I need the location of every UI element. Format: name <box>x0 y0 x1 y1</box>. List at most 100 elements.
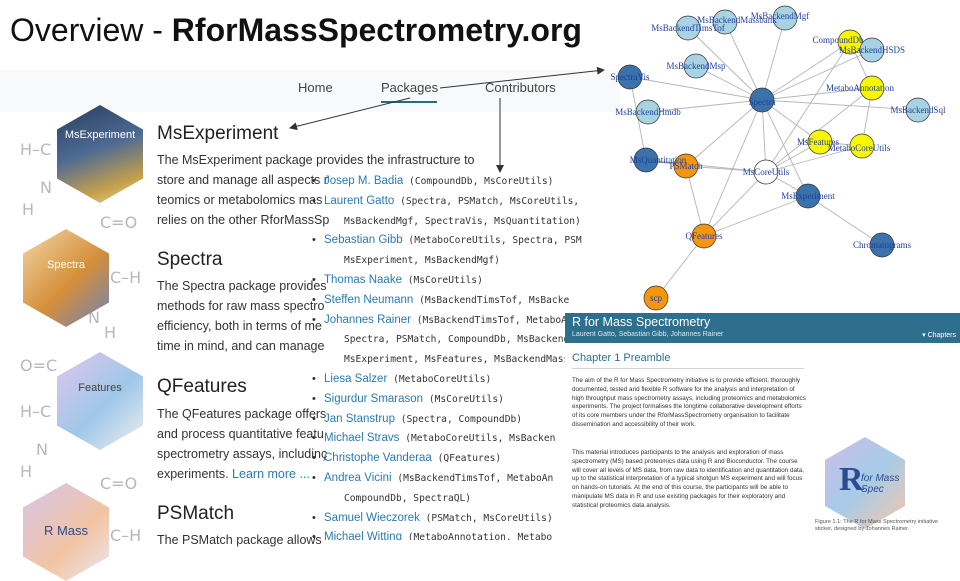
package-title-psmatch[interactable]: PSMatch <box>157 503 235 524</box>
chapters-menu-button[interactable]: ▾ Chapters <box>922 332 956 339</box>
network-edge <box>761 41 851 101</box>
package-description-msexperiment: The MsExperiment package provides the in… <box>157 153 475 227</box>
network-edge <box>703 99 763 237</box>
network-node-label: MsExperiment <box>781 191 835 201</box>
contributor-packages: (Spectra, PSMatch, MsCoreUtils, <box>394 195 580 207</box>
contributor-packages: (Spectra, CompoundDb) <box>394 413 523 425</box>
network-node <box>633 147 659 173</box>
contributor-name-link[interactable]: Michael Witting <box>324 531 402 540</box>
sticker-r: R <box>839 461 864 498</box>
network-node <box>712 9 738 35</box>
contributor-packages: (MsCoreUtils) <box>423 393 504 405</box>
network-edge <box>761 99 809 197</box>
contributor-name-link[interactable]: Christophe Vanderaa <box>324 452 432 465</box>
network-edge <box>645 159 767 173</box>
network-edge <box>761 17 786 101</box>
contributor-name-link[interactable]: Jan Stanstrup <box>324 412 395 425</box>
network-node <box>772 5 798 31</box>
network-edge <box>807 195 883 246</box>
network-node-label: CompoundDb <box>812 35 864 45</box>
network-edge <box>687 27 763 101</box>
network-node <box>849 133 875 159</box>
network-node <box>643 285 669 311</box>
msexperiment-hex-logo: MsExperiment <box>57 105 143 203</box>
contributor-item: Thomas Naake (MsCoreUtils) <box>310 271 582 291</box>
network-node <box>905 97 931 123</box>
contributor-name-link[interactable]: Sebastian Gibb <box>324 234 403 247</box>
contributor-packages: (MetaboAnnotation, Metabo <box>401 532 553 540</box>
network-edge <box>685 99 763 167</box>
learn-more-link[interactable]: Learn more ... <box>232 467 310 481</box>
contributor-name-link[interactable]: Andrea Vicini <box>324 471 392 484</box>
network-edge <box>761 99 919 111</box>
package-dependency-network: MsBackendTimsTofMsBackendMassbankMsBacke… <box>611 5 946 311</box>
network-node-label: PSMatch <box>669 161 703 171</box>
contributor-packages: (MsBackendTimsTof, MetaboAn <box>391 472 554 484</box>
contributor-name-link[interactable]: Josep M. Badia <box>324 175 404 187</box>
contributor-name-link[interactable]: Thomas Naake <box>324 273 402 286</box>
network-node <box>749 87 775 113</box>
network-node-label: Chromatograms <box>853 240 911 250</box>
network-node <box>869 232 895 258</box>
network-node <box>859 37 885 63</box>
contributors-list: Josep M. Badia (CompoundDb, MsCoreUtils)… <box>310 172 582 540</box>
network-node-label: MetaboCoreUtils <box>828 143 891 153</box>
network-node-label: QFeatures <box>686 231 723 241</box>
package-title-qfeatures[interactable]: QFeatures <box>157 376 247 397</box>
book-title[interactable]: R for Mass Spectrometry <box>572 315 711 329</box>
contributor-packages: (CompoundDb, MsCoreUtils) <box>403 176 554 187</box>
network-node-label: MsBackendMsp <box>667 61 726 71</box>
contributor-packages: (MsBackendTimsTof, MetaboA <box>410 314 567 326</box>
contributor-name-link[interactable]: Liesa Salzer <box>324 372 388 385</box>
nav-home-link[interactable]: Home <box>298 80 333 95</box>
package-description-psmatch: The PSMatch package allows <box>157 533 322 547</box>
contributor-item: Andrea Vicini (MsBackendTimsTof, MetaboA… <box>310 469 582 489</box>
network-node-label: scp <box>650 293 662 303</box>
network-node-label: MsCoreUtils <box>743 167 790 177</box>
network-node-label: MsFeatures <box>797 137 839 147</box>
network-node <box>635 99 661 125</box>
contributor-packages: (MsCoreUtils) <box>401 274 483 286</box>
contributor-item: Christophe Vanderaa (QFeatures) <box>310 449 582 469</box>
network-node <box>753 159 779 185</box>
contributor-packages-continued: MsExperiment, MsBackendMgf) <box>344 255 500 267</box>
contributor-item: Liesa Salzer (MetaboCoreUtils) <box>310 370 582 390</box>
network-edge <box>761 87 873 101</box>
contributor-item: Sigurdur Smarason (MsCoreUtils) <box>310 390 582 410</box>
contributor-name-link[interactable]: Laurent Gatto <box>324 194 395 207</box>
contributor-packages-continued: Spectra, PSMatch, CompoundDb, MsBackendM… <box>344 334 581 346</box>
contributor-item: Samuel Wieczorek (PSMatch, MsCoreUtils) <box>310 509 582 529</box>
nav-packages-link[interactable]: Packages <box>381 80 439 95</box>
network-node-label: MsBackendHSDS <box>839 45 905 55</box>
network-edge <box>724 21 763 101</box>
contributor-item: Laurent Gatto (Spectra, PSMatch, MsCoreU… <box>310 192 582 212</box>
contributor-name-link[interactable]: Sigurdur Smarason <box>324 392 424 405</box>
network-edge <box>655 235 705 299</box>
contributor-packages-continued: CompoundDb, SpectraQL) <box>344 492 472 504</box>
book-header: R for Mass Spectrometry Laurent Gatto, S… <box>565 313 960 343</box>
contributor-packages: (MetaboCoreUtils) <box>387 373 492 385</box>
network-node-label: MsBackendTimsTof <box>651 23 725 33</box>
figure-caption: Figure 1.1: The R for Mass Spectrometry … <box>815 519 939 532</box>
network-edge <box>647 99 763 113</box>
network-node <box>859 75 885 101</box>
package-title-msexperiment[interactable]: MsExperiment <box>157 123 279 144</box>
package-title-spectra[interactable]: Spectra <box>157 249 223 270</box>
sticker-text: for Mass Spec <box>861 473 900 495</box>
network-node <box>807 129 833 155</box>
contributor-name-link[interactable]: Steffen Neumann <box>324 293 414 306</box>
nav-active-indicator <box>381 101 437 103</box>
network-edge <box>629 76 763 101</box>
nav-contributors-link[interactable]: Contributors <box>485 80 556 95</box>
contributor-name-link[interactable]: Michael Stravs <box>324 432 400 445</box>
network-node-label: Spectra <box>749 97 776 107</box>
network-node <box>683 53 709 79</box>
network-node <box>675 15 701 41</box>
network-edge <box>765 41 851 173</box>
contributor-name-link[interactable]: Johannes Rainer <box>324 313 411 326</box>
contributor-item: Michael Witting (MetaboAnnotation, Metab… <box>310 528 582 540</box>
contributor-name-link[interactable]: Samuel Wieczorek <box>324 511 420 524</box>
contributor-item: Johannes Rainer (MsBackendTimsTof, Metab… <box>310 311 582 331</box>
heading-divider <box>572 368 804 369</box>
